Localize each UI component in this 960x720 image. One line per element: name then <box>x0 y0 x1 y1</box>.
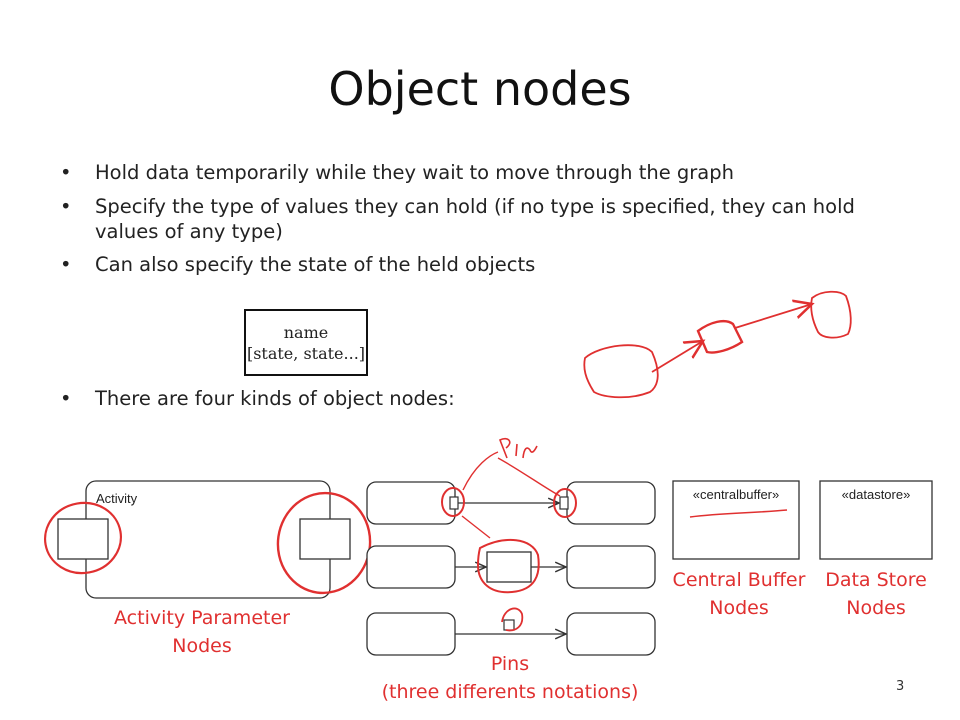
activity-parameter-diagram <box>43 480 372 599</box>
bullet-item: Can also specify the state of the held o… <box>60 252 920 277</box>
slide-title: Object nodes <box>328 62 632 116</box>
page-number: 3 <box>896 679 905 694</box>
centralbuffer-stereotype: «centralbuffer» <box>693 487 780 502</box>
object-node-state: [state, state...] <box>246 344 366 363</box>
activity-parameter-nodes-label: Activity Parameter Nodes <box>114 607 290 657</box>
bullet-item: There are four kinds of object nodes: <box>60 386 455 411</box>
data-store-node <box>819 480 933 560</box>
central-buffer-nodes-label: Central Buffer Nodes <box>672 569 806 619</box>
data-store-nodes-label: Data Store Nodes <box>825 569 927 619</box>
pins-diagram <box>366 437 656 656</box>
object-node-name: name <box>283 323 329 342</box>
bullet-list: Hold data temporarily while they wait to… <box>60 160 920 277</box>
bullet-item: Specify the type of values they can hold… <box>60 194 920 244</box>
object-node-notation-box: name [state, state...] <box>244 309 368 376</box>
activity-label: Activity <box>96 491 138 506</box>
bullet-item: Hold data temporarily while they wait to… <box>60 160 920 185</box>
central-buffer-node <box>672 480 800 560</box>
datastore-stereotype: «datastore» <box>842 487 911 502</box>
handdrawn-sketch <box>583 290 852 399</box>
pins-label: Pins (three differents notations) <box>381 653 639 703</box>
